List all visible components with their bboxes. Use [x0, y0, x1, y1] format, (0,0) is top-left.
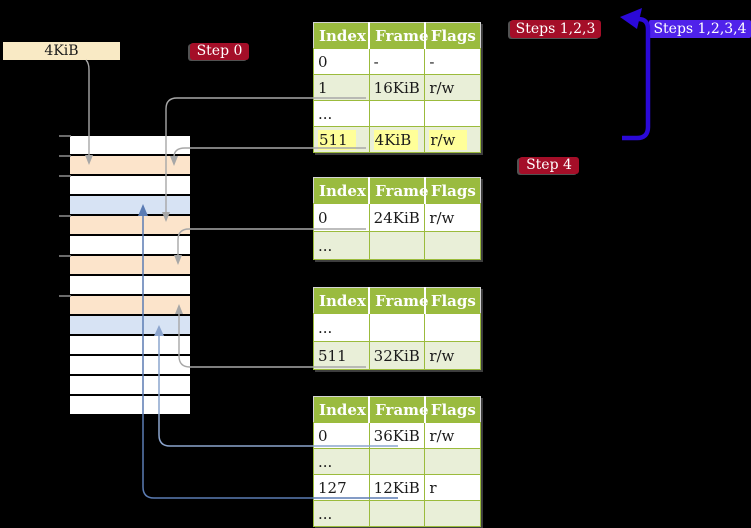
- cell-flags: r: [424, 474, 481, 501]
- cell-index: 1: [313, 74, 370, 101]
- column-header-index: Index: [313, 396, 371, 423]
- memory-row-peach: [70, 216, 190, 236]
- cell-frame: [368, 500, 426, 527]
- physical-memory-strip: [70, 136, 190, 416]
- cell-frame: [368, 448, 426, 475]
- cell-flags: r/w: [424, 203, 481, 232]
- cell-frame: 24KiB: [368, 203, 426, 232]
- cell-index: 127: [313, 474, 370, 501]
- badge-steps-1-2-3-4: Steps 1,2,3,4: [649, 20, 751, 38]
- memory-row-white: [70, 236, 190, 256]
- cell-flags: [424, 313, 481, 342]
- cell-flags: r/w: [424, 126, 481, 153]
- memory-row-white: [70, 396, 190, 416]
- cell-index: ...: [313, 231, 370, 260]
- cell-flags: r/w: [424, 74, 481, 101]
- column-header-frame: Frame: [369, 396, 429, 423]
- column-header-frame: Frame: [369, 22, 429, 49]
- cell-index: 511: [313, 126, 370, 153]
- memory-row-peach: [70, 156, 190, 176]
- memory-row-blue: [70, 196, 190, 216]
- table-row: ...: [313, 500, 481, 527]
- memory-row-white: [70, 336, 190, 356]
- cell-frame: [368, 231, 426, 260]
- cell-frame: 16KiB: [368, 74, 426, 101]
- cell-index: ...: [313, 500, 370, 527]
- memory-row-peach: [70, 256, 190, 276]
- cell-flags: [424, 100, 481, 127]
- memory-row-peach: [70, 296, 190, 316]
- column-header-flags: Flags: [424, 287, 481, 314]
- table-row: 511 4KiB r/w: [313, 126, 481, 153]
- memory-row-white: [70, 356, 190, 376]
- cell-frame: 12KiB: [368, 474, 426, 501]
- column-header-index: Index: [313, 177, 371, 204]
- memory-row-blue: [70, 316, 190, 336]
- cell-index: ...: [313, 100, 370, 127]
- cell-index: 511: [313, 341, 370, 370]
- cell-frame: [368, 100, 426, 127]
- column-header-flags: Flags: [424, 396, 481, 423]
- cell-flags: [424, 500, 481, 527]
- highlighted-value: 511: [318, 129, 356, 150]
- cell-flags: r/w: [424, 341, 481, 370]
- table-row: ...: [313, 231, 481, 260]
- table-row: ...: [313, 100, 481, 127]
- cell-flags: [424, 231, 481, 260]
- cell-frame: -: [368, 48, 426, 75]
- flow-arrow-steps: [620, 8, 651, 141]
- highlighted-value: 4KiB: [373, 129, 419, 150]
- cell-index: 0: [313, 422, 370, 449]
- cell-flags: r/w: [424, 422, 481, 449]
- cell-flags: -: [424, 48, 481, 75]
- highlighted-value: r/w: [429, 129, 468, 150]
- cell-index: 0: [313, 203, 370, 232]
- cell-frame: 36KiB: [368, 422, 426, 449]
- cell-frame: [368, 313, 426, 342]
- column-header-flags: Flags: [424, 22, 481, 49]
- frame-size-label: 4KiB: [44, 43, 79, 59]
- memory-row-white: [70, 376, 190, 396]
- cell-index: ...: [313, 448, 370, 475]
- memory-row-white: [70, 176, 190, 196]
- column-header-index: Index: [313, 22, 371, 49]
- frame-size-box: 4KiB: [3, 42, 120, 60]
- column-header-frame: Frame: [369, 177, 429, 204]
- table-row: ...: [313, 313, 481, 342]
- column-header-frame: Frame: [369, 287, 429, 314]
- badge-step-0: Step 0: [190, 43, 249, 60]
- table-row: ...: [313, 448, 481, 475]
- cell-index: ...: [313, 313, 370, 342]
- badge-step-4: Step 4: [519, 157, 579, 174]
- column-header-flags: Flags: [424, 177, 481, 204]
- cell-flags: [424, 448, 481, 475]
- table-row: 0--: [313, 48, 481, 75]
- cell-frame: 4KiB: [368, 126, 426, 153]
- cell-frame: 32KiB: [368, 341, 426, 370]
- memory-row-white: [70, 276, 190, 296]
- badge-steps-1-2-3: Steps 1,2,3: [510, 20, 601, 38]
- cell-index: 0: [313, 48, 370, 75]
- column-header-index: Index: [313, 287, 371, 314]
- memory-row-white: [70, 136, 190, 156]
